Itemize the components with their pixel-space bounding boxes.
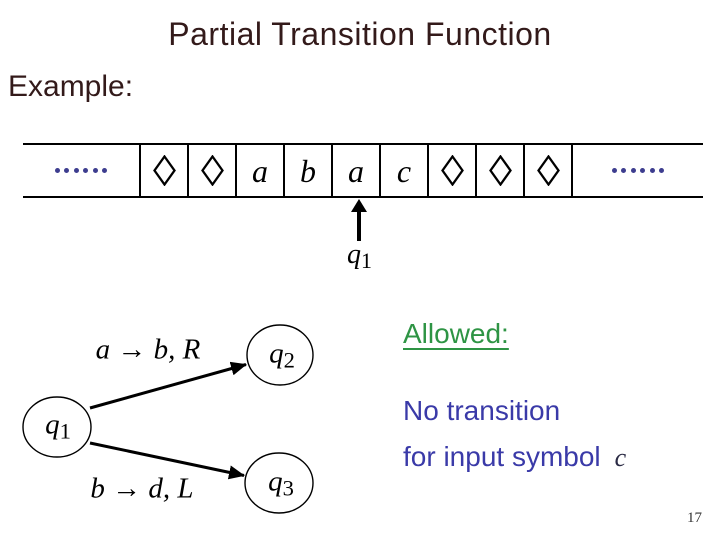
tape-left-ellipsis: [23, 145, 139, 196]
head-arrow-line: [357, 211, 361, 241]
transition-label-bdl: b → d, L: [90, 472, 194, 505]
state-label-q2: q2: [269, 337, 295, 373]
ellipsis-dots-icon: [54, 168, 108, 173]
blank-diamond-icon: [200, 155, 224, 186]
state-circle-q2: [246, 324, 314, 386]
tape-symbol: b: [300, 152, 316, 189]
tape-cell: [427, 145, 475, 196]
tape-cell: [139, 145, 187, 196]
tape-cell: a: [235, 145, 283, 196]
tape-symbol: a: [252, 152, 268, 189]
page-number: 17: [687, 510, 702, 526]
blank-diamond-icon: [536, 155, 560, 186]
head-arrow-icon: [351, 199, 367, 212]
state-circle-q1: [22, 396, 92, 458]
example-label: Example:: [8, 70, 134, 103]
blank-diamond-icon: [488, 155, 512, 186]
tape-cell: [523, 145, 571, 196]
tape-symbol: c: [396, 152, 412, 189]
head-state-label: q1: [347, 239, 372, 273]
tape-symbol: a: [348, 152, 364, 189]
note-line1: No transition: [403, 395, 561, 426]
transition-arrow-q1-q2: [89, 361, 247, 410]
tape-cell: c: [379, 145, 427, 196]
allowed-heading: Allowed:: [403, 318, 509, 349]
transition-label-abr: a → b, R: [95, 333, 201, 366]
note-symbol-c: c: [614, 443, 627, 472]
tape-cell: a: [331, 145, 379, 196]
tape-cell: [475, 145, 523, 196]
tape-cell: b: [283, 145, 331, 196]
ellipsis-dots-icon: [611, 168, 665, 173]
tape-cell: [187, 145, 235, 196]
blank-diamond-icon: [440, 155, 464, 186]
state-label-q3: q3: [268, 465, 294, 501]
state-circle-q3: [244, 452, 314, 514]
state-label-q1: q1: [45, 408, 71, 444]
blank-diamond-icon: [152, 155, 176, 186]
tape-right-ellipsis: [571, 145, 703, 196]
slide-title: Partial Transition Function: [168, 16, 552, 52]
state-diagram: [22, 324, 314, 514]
transition-arrow-q1-q3: [89, 441, 245, 480]
